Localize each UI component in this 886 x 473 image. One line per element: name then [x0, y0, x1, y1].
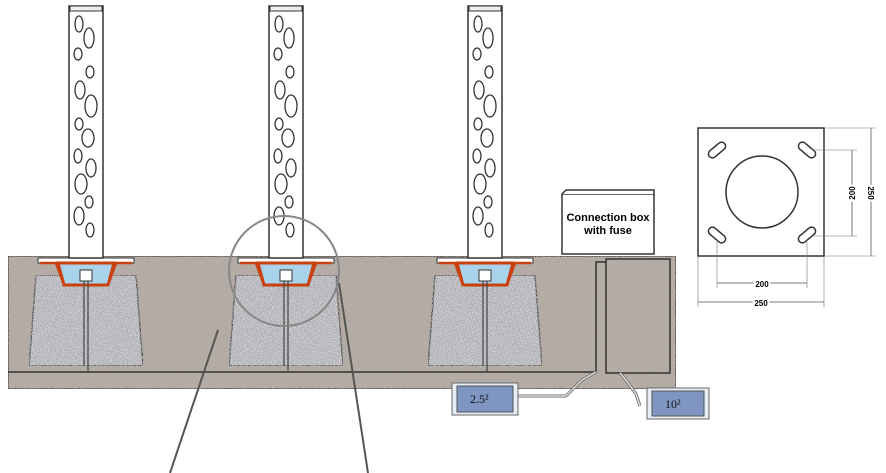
- pole-perforation: [81, 128, 95, 148]
- zoom-leader-left: [169, 329, 219, 473]
- pole-perforation: [473, 117, 483, 131]
- base-plate-center-hole: [725, 155, 799, 229]
- cable-tag-small: [456, 385, 514, 413]
- pole-perforation: [73, 47, 83, 61]
- pole-perforation: [482, 27, 494, 49]
- pole-perforation: [483, 195, 493, 209]
- slot-bottom-left: [707, 226, 727, 244]
- anchor-plate-outline: [240, 261, 332, 287]
- pole-perforation: [274, 117, 284, 131]
- connection-box-riser: [605, 258, 671, 374]
- concrete-footing: [28, 274, 144, 367]
- pole-perforation: [483, 94, 497, 118]
- pole-perforation: [484, 65, 494, 79]
- pole-perforation: [85, 65, 95, 79]
- connection-box: [561, 193, 655, 255]
- pole-foundation-3: [427, 5, 543, 372]
- pole-perforation: [285, 158, 297, 178]
- pole-perforation: [281, 128, 295, 148]
- pole-perforation: [83, 27, 95, 49]
- pole-foundation-1: [28, 5, 144, 372]
- dim-outer-width: 250: [754, 299, 768, 308]
- anchor-plate-outline: [439, 261, 531, 287]
- concrete-footing: [228, 274, 344, 367]
- cable-tag-large-label: 10²: [665, 397, 681, 411]
- pole-perforation: [84, 195, 94, 209]
- connection-box-top: [561, 189, 655, 195]
- pole-perforation: [85, 222, 95, 238]
- pole-perforation: [472, 47, 482, 61]
- pole-perforation: [484, 222, 494, 238]
- pole-perforation: [273, 47, 283, 61]
- pole-perforation: [85, 158, 97, 178]
- pole-perforation: [74, 15, 84, 33]
- cable-tag-large: [651, 390, 705, 417]
- pole-perforation: [274, 15, 284, 33]
- pole-perforation: [285, 65, 295, 79]
- pole-foundation-2: [228, 5, 344, 372]
- cable-trench: [8, 261, 606, 373]
- pole-perforation: [283, 27, 295, 49]
- pole-perforation: [84, 94, 98, 118]
- pole-perforation: [472, 206, 484, 226]
- pole-perforation: [74, 173, 88, 195]
- cable-wire-large-inner: [619, 372, 641, 407]
- pole-perforation: [285, 222, 295, 238]
- pole-perforation: [284, 94, 298, 118]
- pole-perforation: [473, 15, 483, 33]
- cable-junction: [478, 269, 492, 282]
- pole-perforation: [274, 80, 286, 100]
- cable-junction: [279, 269, 293, 282]
- pole-perforation: [74, 117, 84, 131]
- pole-perforation: [472, 148, 482, 164]
- pole-perforation: [473, 80, 485, 100]
- cable-tag-small-label: 2.5²: [470, 392, 489, 406]
- pole-perforation: [484, 158, 496, 178]
- pole-perforation: [480, 128, 494, 148]
- pole-perforation: [473, 173, 487, 195]
- dim-outer-height: 250: [866, 186, 875, 200]
- dim-inner-width: 200: [755, 280, 769, 289]
- pole-perforation: [74, 80, 86, 100]
- base-plate-drawing: 200 250 200 250: [697, 127, 877, 310]
- dim-inner-height: 200: [848, 186, 857, 200]
- pole-perforation: [284, 195, 294, 209]
- slot-top-left: [707, 141, 727, 159]
- connection-box-label-line2: with fuse: [583, 225, 632, 237]
- pole-perforation: [273, 148, 283, 164]
- pole-perforation: [73, 148, 83, 164]
- slot-top-right: [797, 141, 817, 159]
- anchor-plate-outline: [40, 261, 132, 287]
- connection-box-label-line1: Connection box: [566, 212, 650, 224]
- pole-cap: [69, 5, 103, 12]
- concrete-footing: [427, 274, 543, 367]
- zoom-leader-right: [338, 282, 369, 473]
- pole-perforation: [274, 173, 288, 195]
- slot-bottom-right: [797, 226, 817, 244]
- zoom-circle: [228, 215, 340, 327]
- cable-junction: [79, 269, 93, 282]
- pole-cap: [269, 5, 303, 12]
- pole-cap: [468, 5, 502, 12]
- pole-perforation: [73, 206, 85, 226]
